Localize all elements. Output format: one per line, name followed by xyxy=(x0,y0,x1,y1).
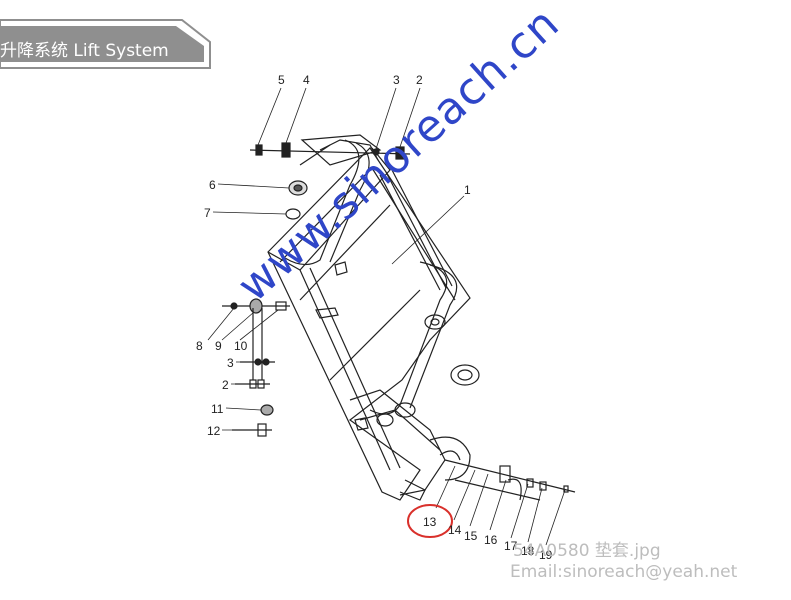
callout-numbers: 5 4 3 2 6 7 1 8 9 10 3 2 11 12 13 14 15 … xyxy=(196,73,553,562)
email-caption: Email:sinoreach@yeah.net xyxy=(510,562,738,582)
callout-18: 18 xyxy=(521,544,535,558)
highlight-circle-13 xyxy=(407,504,453,538)
callout-19: 19 xyxy=(539,548,553,562)
callout-14: 14 xyxy=(448,523,462,537)
callout-7: 7 xyxy=(204,206,211,220)
callout-10: 10 xyxy=(234,339,248,353)
header-tab xyxy=(0,19,211,69)
callout-9: 9 xyxy=(215,339,222,353)
callout-17: 17 xyxy=(504,539,518,553)
callout-11: 11 xyxy=(211,402,224,416)
callout-6: 6 xyxy=(209,178,216,192)
callout-3-top: 3 xyxy=(393,73,400,87)
callout-5: 5 xyxy=(278,73,285,87)
callout-13: 13 xyxy=(423,515,437,529)
header-title: 升降系统 Lift System xyxy=(0,41,169,61)
callout-15: 15 xyxy=(464,529,478,543)
callout-8: 8 xyxy=(196,339,203,353)
image-filename-caption: 54A0580 垫套.jpg xyxy=(513,541,661,561)
callout-4: 4 xyxy=(303,73,310,87)
callout-12: 12 xyxy=(207,424,221,438)
callout-2-lower: 2 xyxy=(222,378,229,392)
callout-3-lower: 3 xyxy=(227,356,234,370)
callout-1: 1 xyxy=(464,183,471,197)
callout-16: 16 xyxy=(484,533,498,547)
leader-lines xyxy=(207,87,566,546)
callout-2-top: 2 xyxy=(416,73,423,87)
